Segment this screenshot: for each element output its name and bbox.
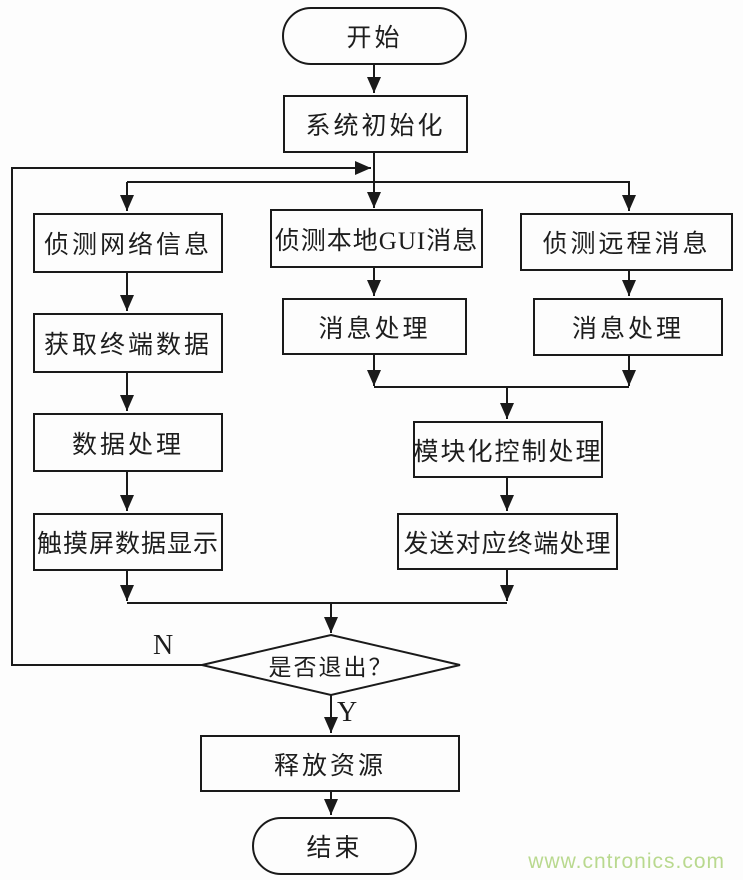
- node-modular-control: 模块化控制处理: [413, 421, 603, 478]
- node-detect-remote: 侦测远程消息: [520, 213, 733, 271]
- node-send-terminal: 发送对应终端处理: [397, 513, 618, 570]
- node-data-processing: 数据处理: [33, 413, 223, 472]
- watermark-text: www.cntronics.com: [528, 850, 725, 873]
- node-msg-processing-remote: 消息处理: [533, 298, 723, 356]
- node-end: 结束: [252, 817, 417, 875]
- node-release-resources: 释放资源: [200, 735, 460, 792]
- label-no: N: [153, 630, 174, 661]
- node-detect-network: 侦测网络信息: [33, 213, 223, 273]
- node-detect-local-gui: 侦测本地GUI消息: [270, 209, 483, 268]
- node-msg-processing-local: 消息处理: [282, 298, 467, 355]
- label-yes: Y: [337, 697, 358, 728]
- node-touchscreen-display: 触摸屏数据显示: [33, 513, 223, 571]
- node-start: 开始: [282, 7, 467, 65]
- node-system-init: 系统初始化: [283, 95, 468, 153]
- node-get-terminal-data: 获取终端数据: [33, 313, 223, 373]
- edge-loop-no: [11, 161, 371, 666]
- node-exit-decision-label: 是否退出？: [268, 655, 394, 680]
